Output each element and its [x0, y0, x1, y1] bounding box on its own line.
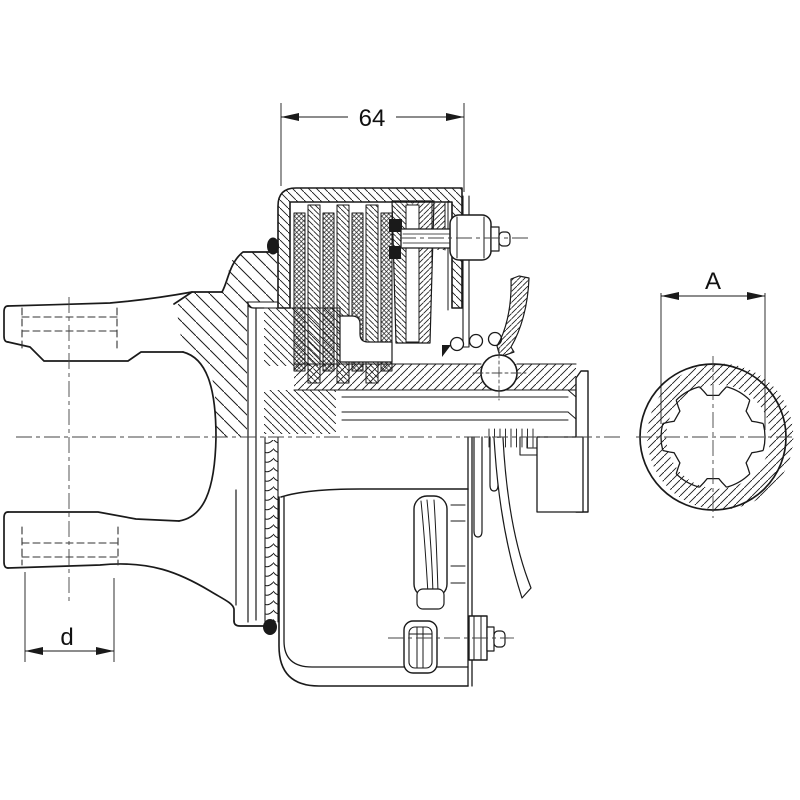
arrowhead-left [281, 113, 299, 121]
clutch-bell-housing [277, 187, 463, 309]
seal-ring-bottom [263, 619, 277, 635]
dimension-label-yoke-bore: d [60, 624, 73, 651]
spring-bolt-top [389, 214, 511, 261]
release-collar [339, 315, 393, 363]
dimension-label-spline-bore: A [705, 268, 721, 295]
seal-ring-top [267, 237, 279, 255]
dimension-label-width: 64 [359, 105, 386, 132]
hex-nut-top [449, 214, 492, 261]
flange-plate [246, 301, 279, 623]
arrowhead-right [446, 113, 464, 121]
yoke [3, 251, 279, 627]
detent-rollers [442, 331, 503, 357]
friction-pack [293, 204, 393, 384]
dimension-yoke-bore-d: d [24, 572, 115, 662]
arrowhead-left [25, 647, 43, 655]
yoke-hub-section [176, 252, 277, 437]
dimension-spline-bore-A: A [660, 268, 766, 430]
arrowhead-left [661, 292, 679, 300]
centerlines [16, 237, 793, 639]
lower-sleeve-and-lever [473, 436, 584, 599]
engagement-lever [496, 275, 530, 358]
arrowhead-right [747, 292, 765, 300]
dimension-width-64: 64 [280, 103, 465, 192]
arrowhead-right [96, 647, 114, 655]
coil-spring-column [263, 237, 279, 635]
ball-bearing [472, 347, 527, 401]
